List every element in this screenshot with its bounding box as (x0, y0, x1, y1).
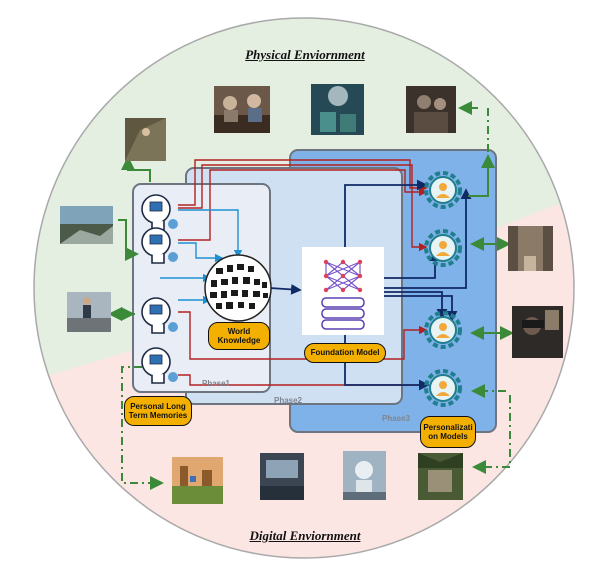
memory-head-icon-3 (141, 297, 178, 334)
personal-memories-label: Personal Long Term Memories (124, 396, 192, 426)
photo-pixel-game (172, 457, 223, 504)
gear-icon-2 (424, 229, 462, 267)
photo-street (508, 226, 553, 271)
photo-vr-user (512, 306, 563, 358)
memory-head-icons (141, 194, 178, 384)
gear-icons (424, 171, 462, 407)
personalization-models-label: Personalizati on Models (420, 416, 476, 448)
phase3-label: Phase3 (381, 414, 411, 423)
environment-circle (33, 17, 575, 559)
digital-environment-title: Digital Enviornment (249, 528, 361, 543)
red-arrows (178, 159, 428, 390)
gear-icon-3 (424, 311, 462, 349)
green-dashed-arrows (121, 101, 511, 490)
foundation-model-icon (302, 247, 384, 335)
photo-scifi-room (260, 453, 304, 500)
physical-environment-title: Physical Enviornment (245, 47, 365, 62)
memory-head-icon-1 (141, 194, 178, 231)
green-arrows (108, 154, 514, 340)
world-knowledge-icon (204, 254, 272, 322)
photo-thumbnails (60, 84, 563, 504)
foundation-model-label: Foundation Model (304, 343, 386, 363)
photo-workshop (214, 86, 270, 133)
memory-head-icon-2 (141, 227, 178, 264)
photo-robot-lab (343, 451, 386, 500)
photo-surgery (311, 84, 364, 135)
photo-river (60, 206, 113, 244)
cyan-arrows (160, 209, 243, 305)
gear-icon-1 (424, 171, 462, 209)
phase1-label: Phase1 (201, 379, 231, 388)
phase2-label: Phase2 (273, 396, 303, 405)
world-knowledge-label: World Knowledge (208, 322, 270, 350)
photo-skater (67, 292, 111, 332)
memory-head-icon-4 (141, 347, 178, 384)
gear-icon-4 (424, 369, 462, 407)
photo-climber (125, 118, 166, 161)
navy-arrows (269, 179, 472, 391)
photo-couple (406, 86, 456, 133)
photo-jungle-ruins (418, 453, 463, 500)
